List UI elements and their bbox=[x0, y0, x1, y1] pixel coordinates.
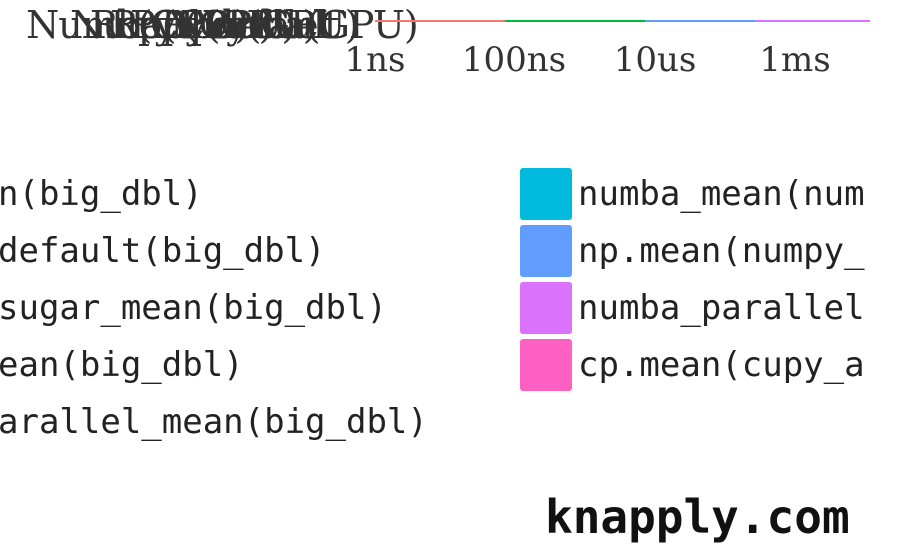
legend-swatch bbox=[520, 281, 572, 334]
legend-item: arallel_mean(big_dbl) bbox=[0, 393, 428, 450]
x-tick-label: 1ms bbox=[759, 40, 831, 80]
legend-item: cp.mean(cupy_a bbox=[520, 336, 865, 393]
x-tick-label: 100ns bbox=[461, 40, 567, 80]
legend-swatch bbox=[520, 338, 572, 391]
axis-label-9: default bbox=[210, 3, 339, 47]
legend-label: cp.mean(cupy_a bbox=[578, 344, 865, 385]
legend-label: sugar_mean(big_dbl) bbox=[0, 287, 387, 328]
legend-label: numba_mean(num bbox=[578, 173, 865, 214]
footer-watermark: knapply.com bbox=[545, 490, 850, 544]
x-tick-label: 10us bbox=[613, 40, 697, 80]
legend-item: numba_mean(num bbox=[520, 165, 865, 222]
axis-label-6: CuPy(GPU) bbox=[150, 3, 360, 47]
legend-label: ean(big_dbl) bbox=[0, 344, 244, 385]
axis-label-3: Rcpp(CPU) bbox=[90, 3, 296, 47]
legend-item: n(big_dbl) bbox=[0, 165, 428, 222]
legend-swatch bbox=[520, 224, 572, 277]
legend-item: ean(big_dbl) bbox=[0, 336, 428, 393]
legend-item: sugar_mean(big_dbl) bbox=[0, 279, 428, 336]
legend-item: np.mean(numpy_ bbox=[520, 222, 865, 279]
legend-label: default(big_dbl) bbox=[0, 230, 326, 271]
legend-label: arallel_mean(big_dbl) bbox=[0, 401, 428, 442]
legend-right: numba_mean(num np.mean(numpy_ numba_para… bbox=[520, 165, 865, 393]
legend-item: default(big_dbl) bbox=[0, 222, 428, 279]
legend-left: n(big_dbl) default(big_dbl) sugar_mean(b… bbox=[0, 165, 428, 450]
legend-item: numba_parallel bbox=[520, 279, 865, 336]
x-tick-label: 1ns bbox=[344, 40, 406, 80]
axis-label-5: Python bbox=[130, 3, 259, 47]
chart-plot-strip bbox=[375, 20, 870, 22]
axis-label-7: Numba(GPU) bbox=[170, 3, 419, 47]
legend-swatch bbox=[520, 167, 572, 220]
legend-label: numba_parallel bbox=[578, 287, 865, 328]
overlapping-axis-labels: Numba(CPU) NumPy(CPU) Rcpp(CPU) R(CPU) P… bbox=[0, 0, 419, 60]
axis-label-2: NumPy(CPU) bbox=[70, 3, 317, 47]
axis-label-1: Numba(CPU) bbox=[26, 3, 273, 47]
axis-label-4: R(CPU) bbox=[110, 3, 249, 47]
legend-label: n(big_dbl) bbox=[0, 173, 203, 214]
legend-label: np.mean(numpy_ bbox=[578, 230, 865, 271]
axis-label-8: parallel bbox=[190, 3, 330, 47]
